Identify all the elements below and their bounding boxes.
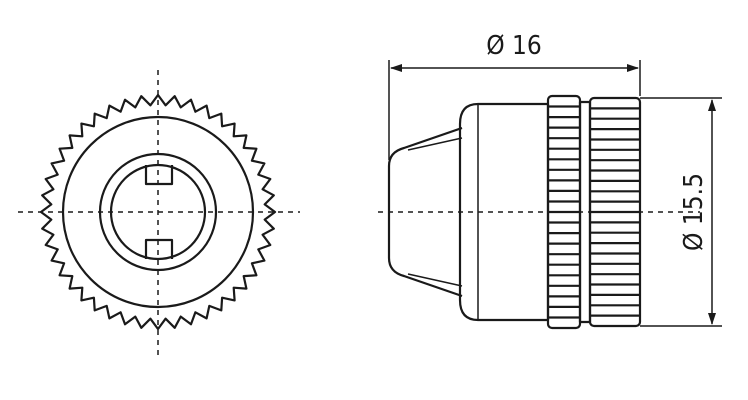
cone-inner-line-bottom xyxy=(407,273,463,287)
knurl-band-2-ridges xyxy=(590,107,640,317)
side-view xyxy=(378,94,700,330)
height-dimension-label: Ø 15.5 xyxy=(679,173,709,251)
front-face-circle xyxy=(61,115,255,309)
knurl-band-1-ridges xyxy=(548,105,580,319)
bayonet-slot-top xyxy=(144,165,174,186)
height-dimension: Ø 15.5 xyxy=(640,97,722,327)
front-view xyxy=(18,70,300,356)
body-cylinder xyxy=(458,102,548,322)
cone-section xyxy=(387,126,463,298)
width-dimension: Ø 16 xyxy=(388,31,641,160)
cone-inner-line-top xyxy=(407,137,463,151)
bayonet-slot-bottom xyxy=(144,238,174,259)
width-dimension-label: Ø 16 xyxy=(486,31,542,61)
